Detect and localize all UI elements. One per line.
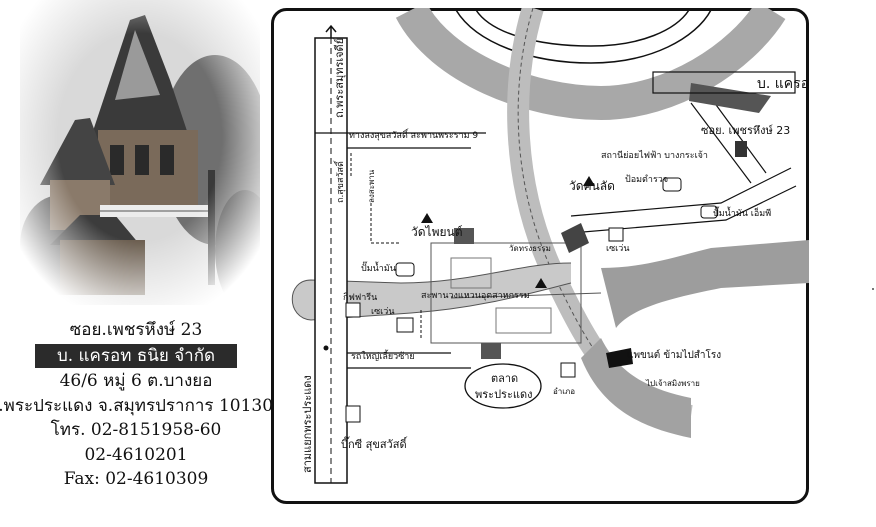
- bridge-end-2: [481, 343, 501, 359]
- ramp-down-label: ลงสะพาน: [367, 169, 376, 203]
- giffarine-label: กิฟฟารีน: [343, 292, 377, 303]
- address-line-2: อ.พระประแดง จ.สมุทรปราการ 10130: [0, 395, 274, 416]
- soi-road: [690, 102, 752, 184]
- fax: Fax: 02-4610309: [63, 469, 209, 489]
- road-vertical-label: ถ.พระสมุทรเจดีย์: [333, 38, 346, 118]
- ferry-marker: [606, 348, 633, 368]
- phone-1: โทร. 02-8151958-60: [50, 420, 222, 440]
- temple-khanlad-icon: [583, 176, 595, 186]
- address-block: ซอย.เพชรหึงษ์ 23 บ. แครอท ธนิย จำกัด 46/…: [0, 318, 274, 492]
- company-building: [689, 83, 771, 113]
- seven-eleven-icon-1: [396, 317, 414, 333]
- district-label: อำเภอ: [553, 387, 575, 396]
- giffarine-icon: [345, 302, 361, 318]
- to-bangpla-label: ไปเจ้าสมิงพราย: [645, 379, 700, 388]
- market-label-2: พระประแดง: [475, 388, 532, 401]
- bridge-end-1: [454, 228, 474, 244]
- soi-road-2: [710, 97, 767, 174]
- temple-phaiyon-icon: [421, 213, 433, 223]
- bridge-label: สะพานวงแหวนอุตสาหกรรม: [421, 291, 530, 301]
- address-line-1: 46/6 หมู่ 6 ต.บางยอ: [59, 371, 213, 391]
- top-curve-line-2: [475, 9, 690, 47]
- temple-phaiyon-label: วัดไพยนต์: [411, 225, 463, 239]
- block-2: [495, 307, 552, 334]
- wat-songtham-label: วัดทรงธรรม: [509, 244, 551, 253]
- gas-station-1-label: ปั๊มน้ำมัน: [361, 261, 396, 274]
- temple-khanlad-label: วัดคันลัด: [569, 179, 615, 193]
- soi-label: ซอย.เพชรหึงษ์ 23: [69, 320, 203, 340]
- river-right: [601, 240, 809, 328]
- road-short-label: ถ.สุขสวัสดิ์: [333, 160, 346, 203]
- substation-label: สถานีย่อยไฟฟ้า บางกระเจ้า: [601, 150, 708, 161]
- bridge-line: [450, 292, 602, 299]
- block-1: [450, 257, 492, 289]
- big-c-label: บิ๊กซี สุขสวัสดิ์: [341, 436, 408, 451]
- top-curve-line: [455, 9, 712, 64]
- junction-label: สามแยกพระประแดง: [301, 375, 314, 473]
- market-label-1: ตลาด: [491, 372, 518, 385]
- market-ellipse: [464, 363, 542, 409]
- road-to-bridge-label: ทางลงสุขสวัสดิ์ สะพานพระราม 9: [349, 128, 478, 141]
- seven-eleven-1-label: เซเว่น: [371, 307, 394, 317]
- seven-eleven-2-label: เซเว่น: [606, 244, 629, 254]
- junction-star-icon: [323, 345, 329, 351]
- north-arrow-icon: [325, 24, 337, 38]
- police-label: ป้อมตำรวจ: [625, 174, 668, 185]
- road-khanlad: [570, 167, 792, 217]
- pier-label: แพขนต์ ข้ามไปสำโรง: [627, 348, 721, 361]
- phone-2: 02-4610201: [84, 444, 188, 465]
- route-arrow-1: [370, 203, 401, 244]
- market-block: [430, 242, 582, 344]
- police-box-icon: [662, 177, 682, 192]
- stray-dot: [872, 288, 874, 290]
- map: บ. แครอท ธนิย จำกัด ซอย. เพชรหึงษ์ 23 ทา…: [271, 0, 876, 504]
- top-river: [395, 0, 786, 121]
- house-photo: [20, 0, 275, 310]
- bridge-end-3: [561, 223, 589, 253]
- company-map-box: [652, 71, 796, 94]
- gas-station-mp-icon: [700, 205, 718, 219]
- company-map-label: บ. แครอท ธนิย จำกัด: [757, 76, 809, 92]
- seven-eleven-icon-2: [608, 227, 624, 242]
- district-icon: [560, 362, 576, 378]
- soi-map-label: ซอย. เพชรหึงษ์ 23: [701, 124, 790, 137]
- substation-icon: [735, 141, 747, 157]
- temple-songtham-icon: [535, 278, 547, 288]
- gas-station-2-label: ปั๊มน้ำมัน เอ็มพี: [713, 206, 771, 219]
- bus-turn-label: รถใหญ่เลี้ยวซ้าย: [351, 349, 415, 362]
- company-name: บ. แครอท ธนิย จำกัด: [34, 343, 238, 368]
- big-c-icon: [345, 405, 361, 423]
- gas-station-icon: [395, 262, 415, 277]
- ring-road-loop: [291, 262, 572, 321]
